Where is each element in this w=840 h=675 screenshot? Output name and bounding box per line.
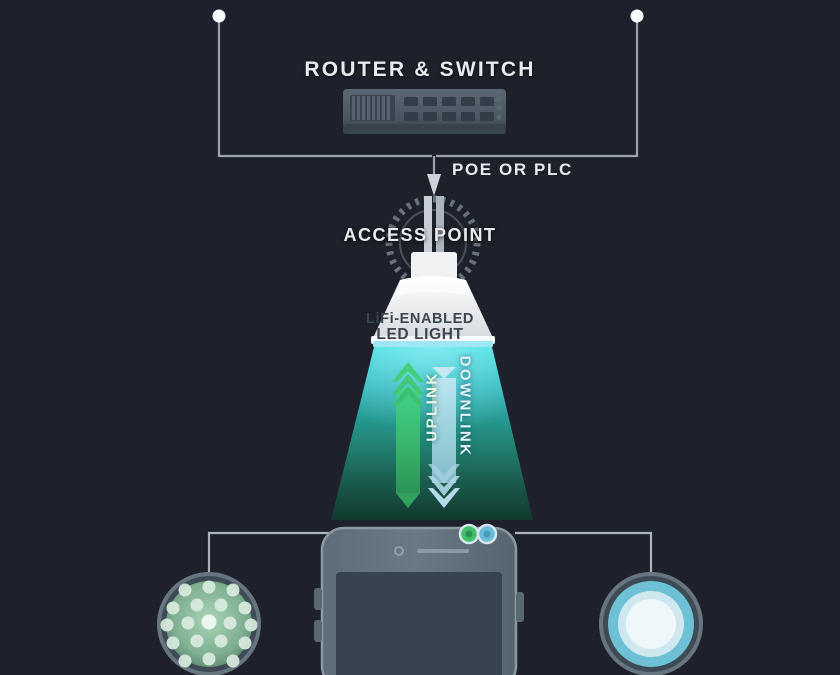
downlink-channel (428, 367, 460, 508)
phone-button-power (516, 592, 524, 622)
poe-plc-label: POE OR PLC (452, 160, 573, 179)
smartphone[interactable] (314, 523, 524, 675)
lifi-led-lamp[interactable] (371, 196, 495, 347)
switch-ports (404, 97, 494, 121)
bottom-cable-paths (207, 531, 653, 575)
lifi-led-light-label-line1: LiFi-ENABLED (366, 311, 474, 327)
network-switch[interactable] (343, 89, 506, 134)
arrow-to-access-point (427, 174, 441, 196)
photodiode-receiver[interactable] (599, 572, 703, 675)
lifi-led-light-label: LiFi-ENABLED LED LIGHT (0, 311, 840, 343)
phone-speaker (417, 549, 469, 553)
led-dots (160, 580, 258, 668)
switch-indicators (496, 96, 502, 120)
cable-endpoint-right (630, 9, 644, 23)
router-switch-label: ROUTER & SWITCH (304, 58, 536, 81)
uplink-channel (392, 362, 424, 508)
phone-camera (394, 546, 404, 556)
phone-screen (336, 572, 502, 675)
lifi-led-light-label-line2: LED LIGHT (376, 326, 464, 343)
downlink-label: DOWNLINK (456, 355, 474, 458)
cable-paths (217, 16, 639, 176)
access-point-label: ACCESS POINT (343, 225, 497, 245)
cable-endpoint-left (212, 9, 226, 23)
led-transmitter-array[interactable] (157, 572, 261, 675)
phone-button-volume-down (314, 620, 322, 642)
uplink-label: UPLINK (423, 371, 441, 442)
phone-button-volume-up (314, 588, 322, 610)
